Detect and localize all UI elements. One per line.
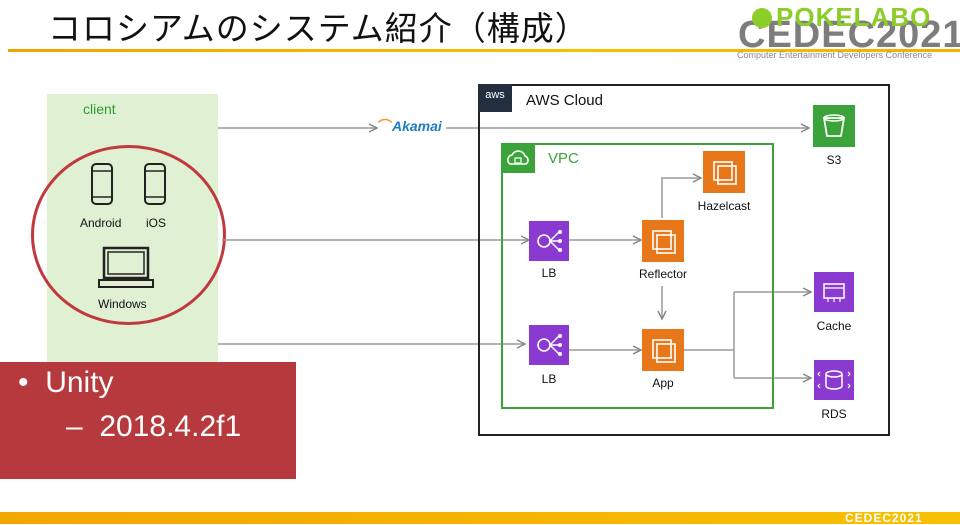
akamai-swoosh-icon: ⌒: [378, 118, 392, 134]
edge-reflector-hazelcast: [661, 178, 700, 218]
pokelabo-logo: POKELABO: [752, 2, 931, 33]
vpc-cloud-icon: [501, 143, 535, 173]
akamai-logo: ⌒Akamai: [378, 116, 442, 136]
node-label-reflector: Reflector: [638, 267, 688, 281]
rds-icon: [814, 360, 854, 400]
aws-cloud-boundary: [478, 84, 890, 436]
unity-version-bullet: – 2018.4.2f1: [66, 410, 241, 444]
node-label-lb1: LB: [541, 266, 557, 280]
node-label-rds: RDS: [821, 407, 847, 421]
title-underline: [8, 49, 960, 52]
device-label-ios: iOS: [146, 216, 167, 230]
client-devices-circle: [31, 145, 226, 325]
footer-bar: [0, 512, 960, 524]
pokelabo-mark-icon: [752, 8, 772, 28]
cedec-subtitle: Computer Entertainment Developers Confer…: [737, 50, 933, 60]
unity-bullet: • Unity: [18, 366, 114, 400]
cache-elasticache-icon: [814, 272, 854, 312]
aws-cloud-label: AWS Cloud: [526, 92, 603, 109]
ios-phone-icon: [144, 163, 166, 205]
slide-title: コロシアムのシステム紹介（構成）: [48, 9, 589, 48]
s3-bucket-icon: [813, 105, 855, 147]
unity-version-box: [0, 362, 296, 479]
unity-version: 2018.4.2f1: [99, 410, 242, 443]
lb1-elb-icon: [529, 221, 569, 261]
sub-bullet-marker: –: [66, 410, 83, 443]
node-label-app: App: [652, 376, 674, 390]
akamai-label: Akamai: [392, 118, 442, 134]
app-ec2-icon: [642, 329, 684, 371]
node-label-s3: S3: [826, 153, 842, 167]
unity-label: Unity: [45, 366, 114, 399]
aws-logo: aws: [478, 84, 512, 112]
node-label-cache: Cache: [816, 319, 852, 333]
reflector-ec2-icon: [642, 220, 684, 262]
footer-cedec-logo: CEDEC2021: [845, 511, 923, 525]
client-label: client: [83, 101, 116, 117]
node-label-hazelcast: Hazelcast: [697, 199, 751, 213]
vpc-boundary: [501, 143, 774, 409]
laptop-icon: [98, 246, 154, 288]
cedec-logo: CEDEC2021: [738, 14, 960, 56]
bullet-marker: •: [18, 366, 29, 399]
lb2-elb-icon: [529, 325, 569, 365]
vpc-label: VPC: [548, 150, 579, 167]
hazelcast-ec2-icon: [703, 151, 745, 193]
pokelabo-text: POKELABO: [776, 2, 932, 32]
node-label-lb2: LB: [541, 372, 557, 386]
android-phone-icon: [91, 163, 113, 205]
device-label-windows: Windows: [98, 297, 147, 311]
device-label-android: Android: [80, 216, 122, 230]
